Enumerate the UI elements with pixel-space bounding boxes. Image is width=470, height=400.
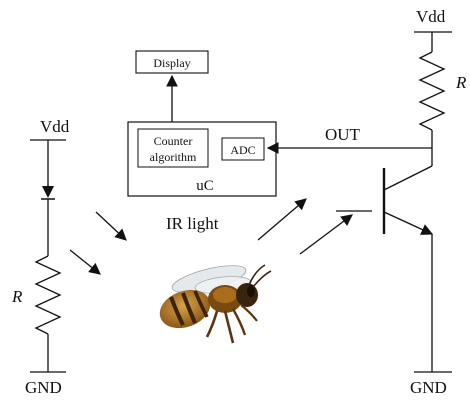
out-label: OUT (325, 125, 361, 144)
counter-algorithm-box (137, 128, 209, 168)
emission-arrows (69, 211, 127, 275)
resistor-left-label: R (11, 287, 23, 306)
uc-label: uC (196, 178, 214, 194)
reflection-arrows (257, 198, 353, 255)
resistor-right-label: R (455, 73, 467, 92)
counter-label: Counter (154, 134, 193, 148)
emission-arrow-1 (95, 211, 127, 241)
ir-light-label: IR light (166, 214, 219, 233)
vdd-right-label: Vdd (416, 7, 446, 26)
right-branch: Vdd R GND (382, 7, 467, 397)
adc-label: ADC (230, 143, 255, 157)
display-block: Display (135, 50, 209, 122)
out-signal: OUT (266, 125, 432, 154)
gnd-left-label: GND (25, 378, 62, 397)
ir-led-diode-icon (41, 186, 55, 200)
gnd-right-label: GND (410, 378, 447, 397)
algorithm-label: algorithm (150, 150, 197, 164)
microcontroller-block: Counter algorithm ADC uC (127, 121, 277, 197)
display-label: Display (153, 56, 190, 70)
honeybee-image (159, 264, 272, 344)
phototransistor-icon (382, 165, 434, 235)
adc-box (221, 137, 265, 161)
resistor-left-icon (34, 255, 62, 335)
vdd-left-label: Vdd (40, 117, 70, 136)
reflection-arrow-1 (257, 198, 307, 241)
resistor-right-icon (418, 51, 446, 131)
left-branch: Vdd R GND (11, 117, 70, 397)
reflection-arrow-2 (299, 214, 353, 255)
emission-arrow-2 (69, 249, 101, 275)
display-box (135, 50, 209, 74)
